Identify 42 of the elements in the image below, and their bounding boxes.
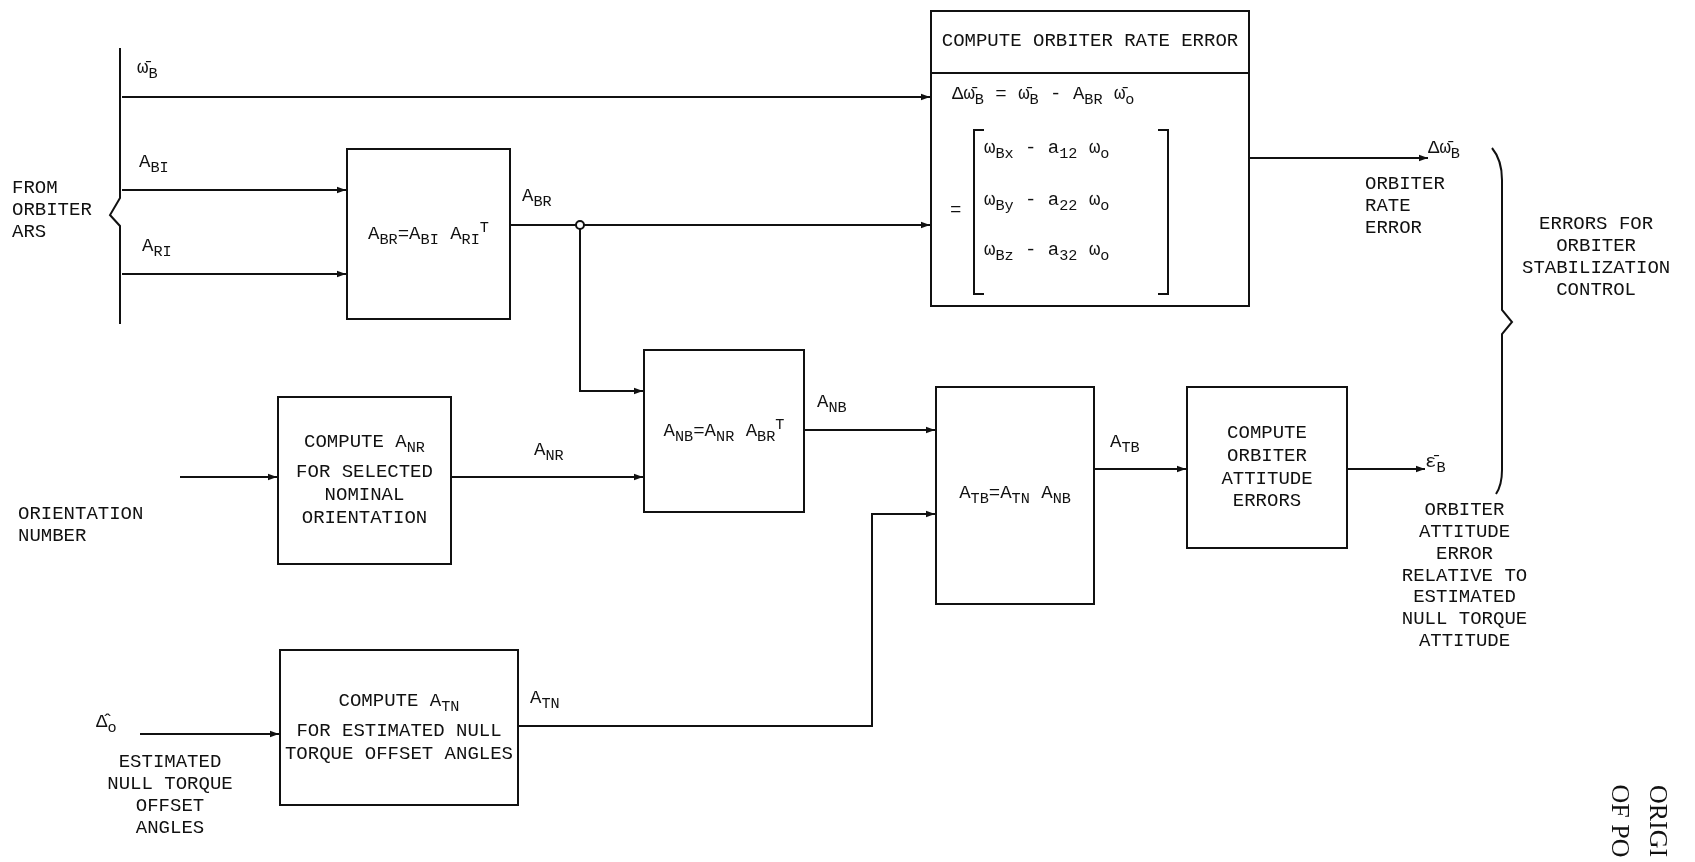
matrix-row: ω$_{By}$ - a$_{22}$ ω$_{o}$ [984, 190, 1110, 216]
box-title: COMPUTE ORBITER RATE ERROR [932, 12, 1248, 74]
process-box [1186, 386, 1348, 549]
signal-label: ORIENTATION NUMBER [18, 468, 180, 566]
process-box [935, 386, 1095, 605]
equation: Δω̄$_{B}$ = ω̄$_{B}$ - A$_{BR}$ ω̄$_{o}$ [952, 84, 1135, 110]
process-box [930, 10, 1250, 307]
arrow [518, 510, 936, 727]
stamp-text: OF PO [1607, 784, 1634, 858]
box-text: FOR ESTIMATED NULL TORQUE OFFSET ANGLES [284, 719, 514, 766]
arrow [121, 93, 931, 101]
matrix-row: ω$_{Bx}$ - a$_{12}$ ω$_{o}$ [984, 138, 1110, 164]
signal-label: Δω̄$_{B}$ [1428, 138, 1488, 174]
process-box [643, 349, 805, 513]
note-text: ERRORS FOR ORBITER STABILIZATION CONTROL [1522, 214, 1671, 302]
equation: A$_{TB}$=A$_{TN}$ A$_{NB}$ [959, 482, 1071, 509]
box-text: FOR SELECTED NOMINAL ORIENTATION [295, 461, 434, 530]
box-text: COMPUTE A$_{TN}$ [338, 689, 460, 716]
arrow [121, 270, 347, 278]
signal-label: Δ̂$_{o}$ [96, 712, 140, 752]
arrow [179, 473, 278, 481]
stamp-text: ORIGI [1645, 784, 1672, 858]
signal-caption: ORBITER RATE ERROR [1365, 174, 1446, 240]
arrow [451, 473, 644, 481]
source-label: FROM ORBITER ARS [12, 178, 93, 244]
process-box [277, 396, 452, 565]
process-box [279, 649, 519, 806]
arrow [1347, 465, 1426, 473]
process-box [346, 148, 511, 320]
equation: = [950, 200, 962, 222]
arrow [139, 730, 280, 738]
box-text: COMPUTE ORBITER ATTITUDE ERRORS [1220, 421, 1314, 514]
arrow [510, 224, 644, 395]
arrow [1094, 465, 1187, 473]
signal-caption: ESTIMATED NULL TORQUE OFFSET ANGLES [106, 752, 234, 840]
signal-caption: ORBITER ATTITUDE ERROR RELATIVE TO ESTIMATED NULL TORQUE ATTITUDE [1400, 500, 1529, 653]
arrow [1249, 154, 1429, 162]
box-text: COMPUTE A$_{NR}$ [304, 431, 425, 458]
signal-label: ε̄$_{B}$ [1425, 452, 1475, 488]
arrow [121, 186, 347, 194]
arrow [804, 426, 936, 434]
matrix-row: ω$_{Bz}$ - a$_{32}$ ω$_{o}$ [984, 240, 1110, 266]
